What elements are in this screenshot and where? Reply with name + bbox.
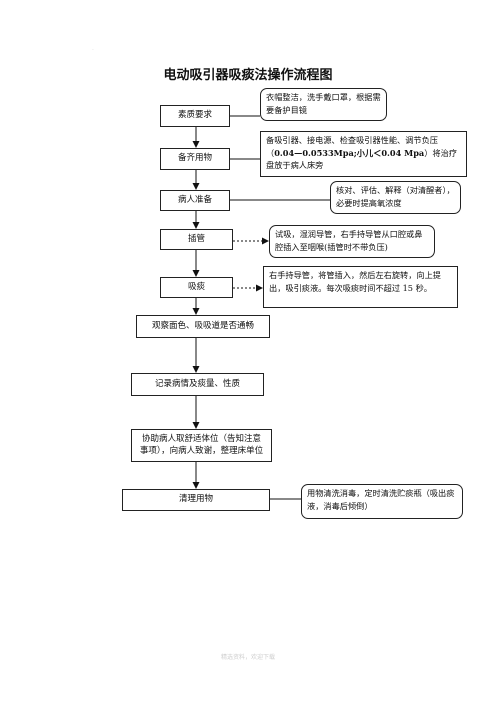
step-record: 记录病情及痰量、性质 [131,373,264,396]
note-intubation: 试吸，湿润导管，右手持导管从口腔或鼻腔插入至咽喉(插管时不带负压) [269,225,435,258]
step-assist-patient: 协助病人取舒适体位（告知注意事项），向病人致谢，整理床单位 [131,429,272,462]
note-patient-prep: 核对、评估、解释（对清醒者），必要时提高氧浓度 [330,181,461,214]
footer-watermark: 精选资料，欢迎下载 [220,654,275,661]
page-title: 电动吸引器吸痰法操作流程图 [163,68,333,83]
note-quality: 衣帽整洁，洗手戴口罩，根据需要备护目镜 [260,88,387,121]
note-supplies-text-2: ）将治疗盘放于病人床旁 [266,147,457,171]
step-patient-prep: 病人准备 [160,190,230,211]
step-quality: 素质要求 [160,105,230,127]
step-cleanup: 清理用物 [122,489,270,511]
note-suction: 右手持导管，将管插入，然后左右旋转，向上提出，吸引痰液。每次吸痰时间不超过 15… [263,266,458,308]
step-supplies: 备齐用物 [160,148,230,170]
step-observe: 观察面色、吸吸道是否通畅 [136,315,270,338]
note-supplies-pressure: 0.04—0.0533Mpa;小儿＜0.04 Mpa [274,147,425,158]
step-intubation: 插管 [160,229,233,250]
note-supplies-text-1: 备吸引器、接电源、检查吸引器性能、调节负压（ [266,135,438,158]
corner-mark: · [92,47,94,54]
step-suction: 吸痰 [160,277,233,298]
note-cleanup: 用物清洗消毒，定时清洗贮痰瓶（吸出痰液，消毒后倾倒） [301,484,463,519]
note-supplies: 备吸引器、接电源、检查吸引器性能、调节负压（0.04—0.0533Mpa;小儿＜… [260,131,467,177]
